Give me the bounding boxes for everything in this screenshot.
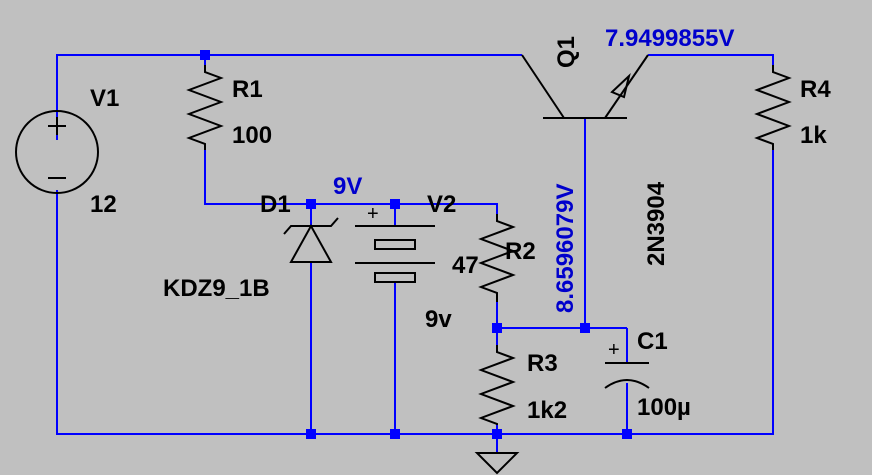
resistor-r4[interactable] <box>754 65 792 150</box>
junction-dot <box>390 429 400 439</box>
transistor-q1[interactable] <box>521 54 649 119</box>
junction-dot <box>390 199 400 209</box>
r1-value-label: 100 <box>232 122 272 149</box>
battery-short-plate <box>374 272 416 283</box>
wire-r1-to-node <box>204 150 498 214</box>
r2-value-label: 47 <box>452 252 479 279</box>
source-circle <box>15 110 99 194</box>
d1-name-label: D1 <box>260 191 291 218</box>
r3-name-label: R3 <box>527 350 558 377</box>
emitter-arrow <box>610 72 631 99</box>
r1-name-label: R1 <box>232 76 263 103</box>
v1-value-label: 12 <box>90 191 117 218</box>
r3-value-label: 1k2 <box>527 397 567 424</box>
battery-v2[interactable]: + <box>355 203 435 283</box>
junction-dot <box>492 323 502 333</box>
junction-dot <box>622 429 632 439</box>
q1-value-label: 2N3904 <box>643 181 670 266</box>
junction-dot <box>492 429 502 439</box>
emitter-voltage-label: 7.9499855V <box>605 25 734 52</box>
d1-value-label: KDZ9_1B <box>163 275 270 302</box>
capacitor-c1[interactable]: + <box>604 339 650 389</box>
r4-name-label: R4 <box>800 76 831 103</box>
junction-dot <box>306 199 316 209</box>
component-labels: V1 12 R1 100 D1 KDZ9_1B V2 9v 47 R2 R3 1… <box>90 36 831 424</box>
zener-voltage-label: 9V <box>333 173 362 200</box>
wire-bottom-rail <box>56 150 774 435</box>
c1-value-label: 100µ <box>637 394 691 421</box>
battery-plus-sign: + <box>367 203 379 225</box>
junction-dot <box>200 50 210 60</box>
battery-short-plate <box>374 239 416 250</box>
junction-dot <box>306 429 316 439</box>
v1-name-label: V1 <box>90 85 119 112</box>
net-labels: 7.9499855V 9V 8.6596079V <box>333 25 734 313</box>
diode-triangle <box>289 223 333 263</box>
q1-name-label: Q1 <box>553 36 580 68</box>
base-voltage-label: 8.6596079V <box>552 184 579 313</box>
resistor-r3[interactable] <box>478 345 516 425</box>
collector-lead <box>521 54 565 119</box>
v2-name-label: V2 <box>427 191 456 218</box>
junctions <box>200 50 632 439</box>
resistor-r1[interactable] <box>186 65 224 150</box>
zener-diode-d1[interactable] <box>283 217 339 263</box>
capacitor-plus-sign: + <box>608 339 620 361</box>
wire-emitter-r4 <box>648 54 774 65</box>
c1-name-label: C1 <box>637 328 668 355</box>
ground-symbol <box>474 452 520 475</box>
r4-value-label: 1k <box>800 122 827 149</box>
wire-top-rail <box>56 54 522 140</box>
diode-cathode-bar <box>283 217 339 235</box>
v2-value-label: 9v <box>425 306 452 333</box>
resistor-r2[interactable] <box>478 214 516 302</box>
junction-dot <box>580 323 590 333</box>
voltage-source-v1[interactable] <box>15 110 99 194</box>
capacitor-curved-plate <box>604 379 650 389</box>
r2-name-label: R2 <box>505 238 536 265</box>
